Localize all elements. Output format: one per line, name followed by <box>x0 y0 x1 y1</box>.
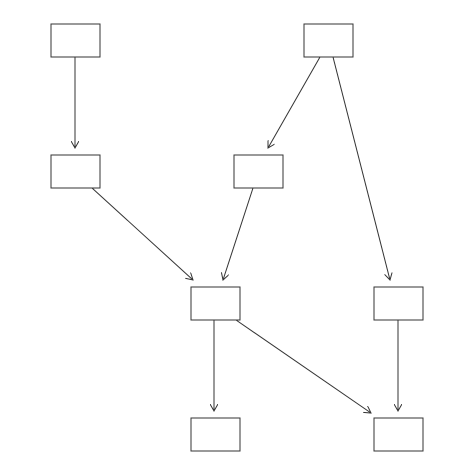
node-n4 <box>233 154 284 189</box>
edge-n4-n5 <box>223 187 254 280</box>
edges-layer <box>75 56 398 413</box>
edge-n5-n8 <box>235 319 371 413</box>
nodes-layer <box>50 23 424 452</box>
edge-n2-n6 <box>332 56 390 280</box>
node-box <box>373 286 424 321</box>
node-n8 <box>373 417 424 452</box>
node-n6 <box>373 286 424 321</box>
node-n3 <box>50 154 101 189</box>
edge-n3-n5 <box>91 187 193 280</box>
node-n2 <box>303 23 354 58</box>
node-box <box>190 286 241 321</box>
edge-n2-n4 <box>268 56 321 148</box>
node-box <box>190 417 241 452</box>
node-box <box>373 417 424 452</box>
node-box <box>50 154 101 189</box>
node-box <box>233 154 284 189</box>
node-n7 <box>190 417 241 452</box>
node-n5 <box>190 286 241 321</box>
node-box <box>50 23 101 58</box>
node-box <box>303 23 354 58</box>
node-n1 <box>50 23 101 58</box>
